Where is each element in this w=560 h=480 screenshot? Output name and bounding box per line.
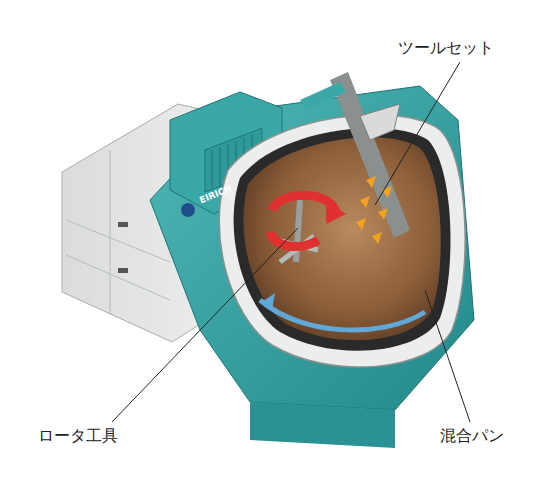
logo-mark bbox=[181, 203, 195, 217]
part-label: 混合パン bbox=[440, 426, 504, 445]
leader-line bbox=[112, 228, 298, 422]
part-label: ロータ工具 bbox=[38, 426, 118, 445]
cabinet-panels bbox=[66, 150, 170, 315]
part-label: ツールセット bbox=[398, 38, 494, 57]
tool-arm bbox=[330, 72, 410, 238]
mixing-pan-wall bbox=[234, 128, 451, 351]
tool-bracket bbox=[300, 82, 346, 110]
frame-base bbox=[250, 402, 395, 448]
pan-arrowhead bbox=[262, 293, 275, 310]
leader-line bbox=[375, 62, 460, 205]
frame bbox=[150, 86, 474, 410]
pan-rotation-arrow bbox=[260, 300, 425, 330]
tool-cup bbox=[360, 104, 400, 140]
mixing-pan-rim bbox=[219, 115, 465, 367]
rotor-arrow bbox=[270, 232, 318, 246]
leader-line bbox=[425, 290, 470, 422]
rotor-arrowhead bbox=[326, 200, 346, 224]
rotor-shaft bbox=[296, 200, 300, 262]
leader-lines bbox=[112, 62, 470, 422]
mixture bbox=[243, 137, 440, 340]
